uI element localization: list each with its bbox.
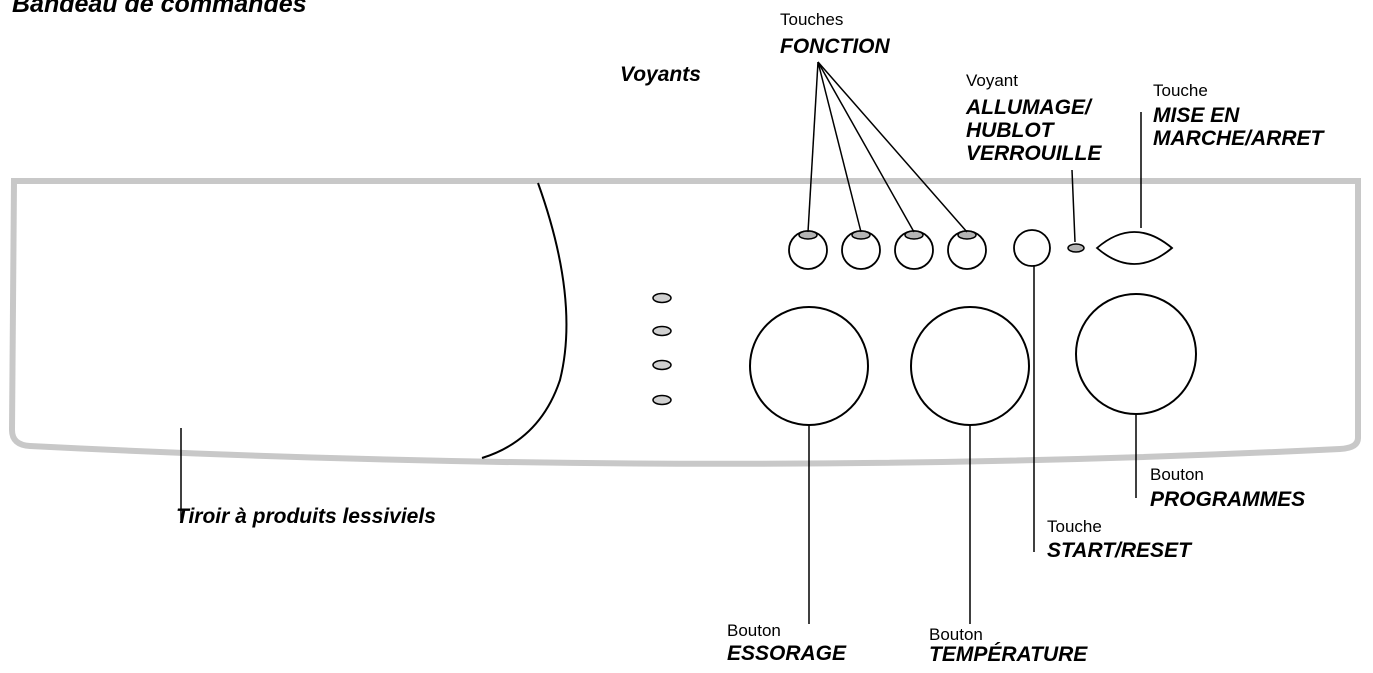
- led-4: [652, 394, 672, 406]
- drawer-divider: [481, 182, 568, 459]
- start-reset-button: [1013, 229, 1051, 267]
- power-led: [1067, 243, 1085, 253]
- leader-lines: [180, 61, 1142, 624]
- led-2: [652, 325, 672, 337]
- label-temp-bold: TEMPÉRATURE: [929, 643, 1088, 666]
- led-1: [652, 292, 672, 304]
- label-voyant-bold-2: HUBLOT: [966, 119, 1054, 142]
- label-fonction-small: Touches: [780, 10, 844, 29]
- program-knob: [1075, 293, 1197, 415]
- led-3: [652, 359, 672, 371]
- label-start-bold: START/RESET: [1047, 539, 1191, 562]
- panel-outline: [8, 178, 1361, 467]
- label-prog-small: Bouton: [1150, 465, 1204, 484]
- label-tiroir: Tiroir à produits lessiviels: [176, 505, 436, 528]
- label-fonction-bold: FONCTION: [780, 35, 890, 58]
- voyants-leds: [652, 292, 672, 406]
- page-title: Bandeau de commandes: [12, 0, 307, 18]
- label-touche-small: Touche: [1153, 81, 1208, 100]
- on-off-button: [1095, 231, 1174, 265]
- label-voyant-small: Voyant: [966, 71, 1018, 90]
- spin-knob: [749, 306, 869, 426]
- label-voyant-bold-1: ALLUMAGE/: [966, 96, 1091, 119]
- label-voyant-bold-3: VERROUILLE: [966, 142, 1102, 165]
- label-touche-bold-2: MARCHE/ARRET: [1153, 127, 1324, 150]
- label-prog-bold: PROGRAMMES: [1150, 488, 1306, 511]
- function-buttons: [788, 230, 987, 270]
- label-temp-small: Bouton: [929, 625, 983, 644]
- label-essorage-bold: ESSORAGE: [727, 642, 847, 665]
- label-touche-bold-1: MISE EN: [1153, 104, 1240, 127]
- label-essorage-small: Bouton: [727, 621, 781, 640]
- temperature-knob: [910, 306, 1030, 426]
- label-voyants: Voyants: [620, 63, 701, 86]
- label-start-small: Touche: [1047, 517, 1102, 536]
